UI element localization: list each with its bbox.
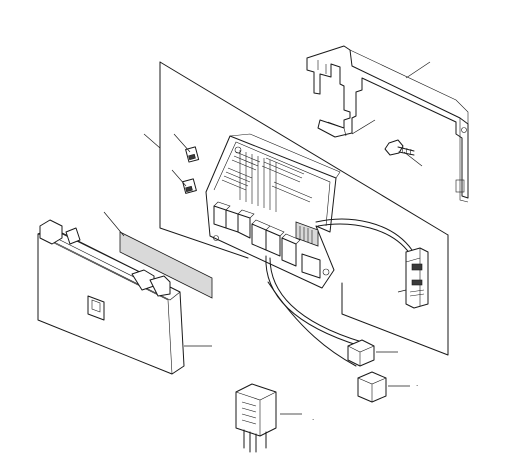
plug-in-module xyxy=(235,383,277,453)
relay-block xyxy=(213,201,301,267)
gasket-strip xyxy=(119,231,213,299)
fuse-bottom xyxy=(182,178,197,194)
mounting-panel-outline xyxy=(159,61,449,356)
wiring-harness xyxy=(265,218,413,367)
fuse-row xyxy=(221,150,313,212)
fuse-relay-box xyxy=(205,133,341,289)
mounting-bracket xyxy=(306,45,469,203)
stray-mark: . xyxy=(416,379,418,388)
connector-block xyxy=(295,221,321,279)
stray-mark: . xyxy=(312,413,314,422)
mounting-bolt xyxy=(384,139,415,156)
harness-connector xyxy=(405,247,429,309)
box-mounting-lugs xyxy=(213,146,330,276)
relay-small xyxy=(347,339,375,367)
fuse-box-cover xyxy=(37,219,185,375)
leader-lines xyxy=(103,61,431,415)
cover-latch xyxy=(87,295,105,321)
relay-large xyxy=(357,371,387,403)
